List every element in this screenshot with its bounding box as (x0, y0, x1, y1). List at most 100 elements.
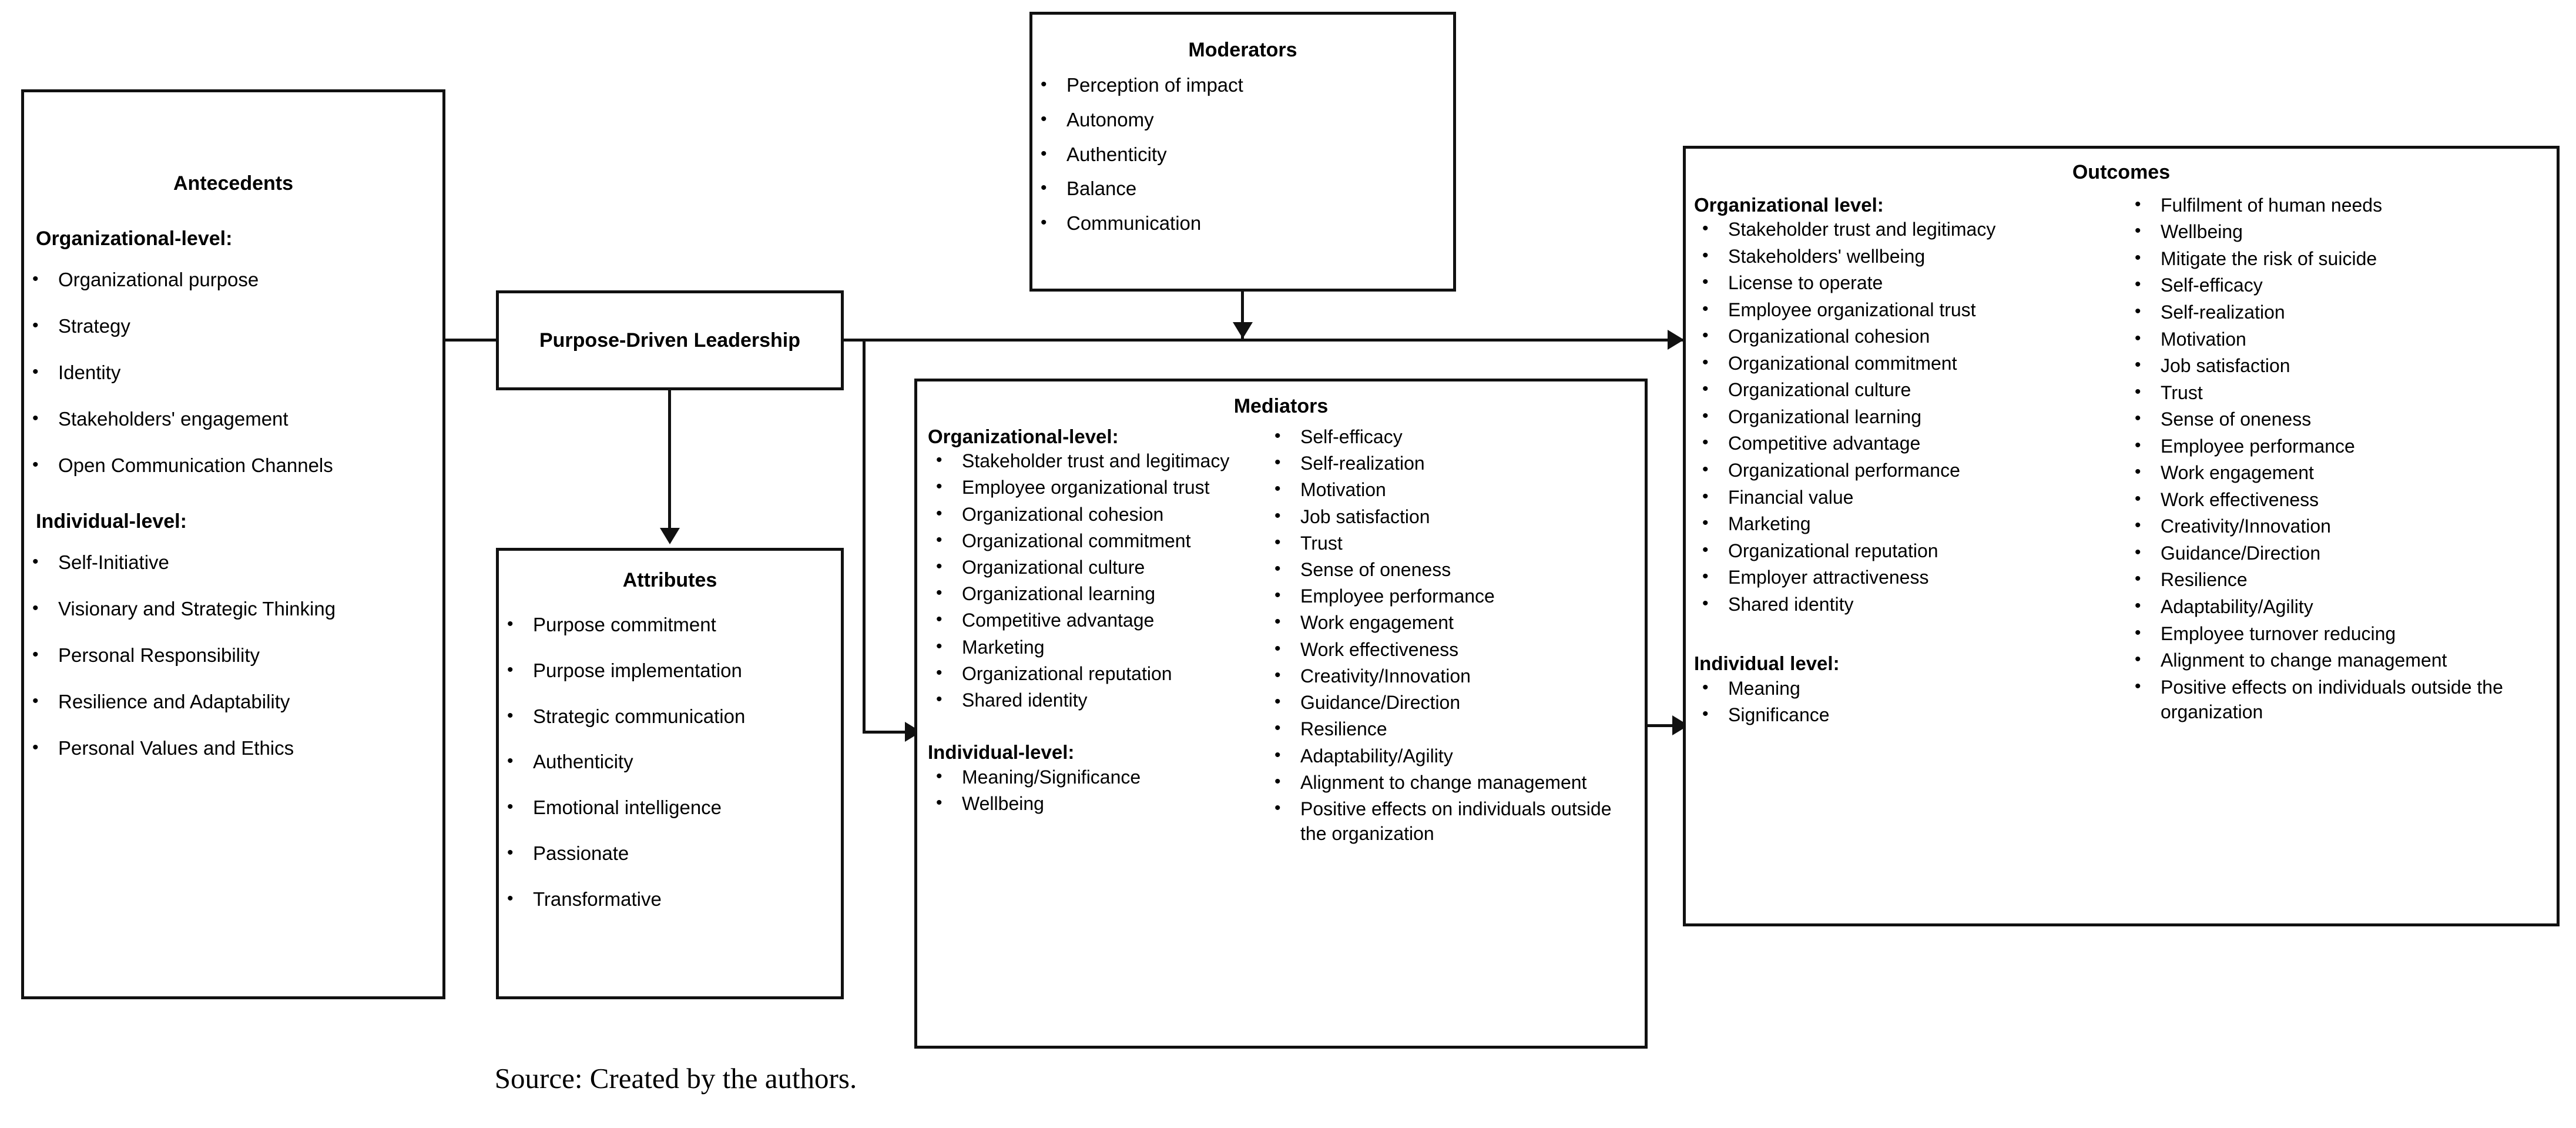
list-item: Work effectiveness (2126, 487, 2555, 513)
list-item: Authenticity (499, 749, 841, 775)
antecedents-box: Antecedents Organizational-level: Organi… (21, 89, 445, 999)
list-item: Stakeholder trust and legitimacy (928, 448, 1265, 473)
purpose-driven-leadership-title: Purpose-Driven Leadership (539, 329, 800, 352)
antecedents-title: Antecedents (173, 172, 294, 195)
mediators-individual-list: Meaning/Significance Wellbeing (928, 765, 1265, 816)
list-item: Balance (1032, 176, 1453, 202)
list-item: Personal Responsibility (24, 643, 442, 668)
arrowhead-moderators-to-path (1233, 322, 1253, 339)
list-item: Organizational performance (1694, 458, 2126, 483)
list-item: Competitive advantage (928, 608, 1265, 632)
list-item: Organizational purpose (24, 267, 442, 293)
list-item: Marketing (1694, 511, 2126, 537)
list-item: Employer attractiveness (1694, 565, 2126, 590)
list-item: Emotional intelligence (499, 795, 841, 821)
list-item: Communication (1032, 211, 1453, 236)
connector-antecedents-to-pdl (445, 339, 510, 342)
list-item: Work engagement (1266, 610, 1641, 635)
list-item: Stakeholders' wellbeing (1694, 244, 2126, 269)
mediators-title: Mediators (1233, 395, 1329, 417)
list-item: Significance (1694, 702, 2126, 728)
mediators-right-list: Self-efficacy Self-realization Motivatio… (1266, 424, 1641, 846)
list-item: Self-efficacy (1266, 424, 1641, 449)
attributes-box: Attributes Purpose commitment Purpose im… (496, 548, 844, 999)
connector-branch-into-mediators (863, 731, 921, 734)
list-item: Autonomy (1032, 108, 1453, 133)
list-item: Employee performance (2126, 434, 2555, 459)
antecedents-individual-list: Self-Initiative Visionary and Strategic … (24, 550, 442, 761)
list-item: License to operate (1694, 270, 2126, 296)
list-item: Resilience and Adaptability (24, 689, 442, 715)
list-item: Organizational learning (1694, 404, 2126, 430)
attributes-title: Attributes (622, 569, 717, 591)
list-item: Employee performance (1266, 584, 1641, 608)
antecedents-organizational-list: Organizational purpose Strategy Identity… (24, 267, 442, 478)
moderators-title: Moderators (1188, 39, 1297, 61)
list-item: Trust (2126, 380, 2555, 406)
list-item: Visionary and Strategic Thinking (24, 597, 442, 622)
moderators-box: Moderators Perception of impact Autonomy… (1029, 12, 1456, 292)
list-item: Authenticity (1032, 142, 1453, 168)
list-item: Organizational culture (928, 555, 1265, 580)
list-item: Open Communication Channels (24, 453, 442, 478)
list-item: Guidance/Direction (1266, 690, 1641, 715)
connector-pdl-to-outcomes (844, 339, 1696, 342)
list-item: Organizational learning (928, 581, 1265, 606)
list-item: Meaning/Significance (928, 765, 1265, 789)
list-item: Motivation (2126, 327, 2555, 352)
list-item: Positive effects on individuals outside … (2126, 675, 2555, 725)
list-item: Shared identity (928, 688, 1265, 712)
list-item: Sense of oneness (2126, 407, 2555, 432)
spacer (928, 714, 1265, 740)
outcomes-organizational-list: Stakeholder trust and legitimacy Stakeho… (1694, 217, 2126, 617)
outcomes-right-column: Fulfilment of human needs Wellbeing Miti… (2126, 193, 2555, 729)
mediators-right-column: Self-efficacy Self-realization Motivatio… (1265, 424, 1641, 848)
list-item: Strategic communication (499, 704, 841, 729)
list-item: Job satisfaction (2126, 353, 2555, 379)
list-item: Creativity/Innovation (1266, 664, 1641, 688)
list-item: Marketing (928, 635, 1265, 660)
list-item: Identity (24, 360, 442, 386)
attributes-list: Purpose commitment Purpose implementatio… (499, 612, 841, 912)
connector-pdl-to-attributes (668, 390, 671, 530)
list-item: Work effectiveness (1266, 637, 1641, 662)
list-item: Purpose implementation (499, 658, 841, 684)
list-item: Competitive advantage (1694, 431, 2126, 456)
list-item: Shared identity (1694, 592, 2126, 617)
list-item: Organizational culture (1694, 377, 2126, 403)
list-item: Creativity/Innovation (2126, 514, 2555, 539)
list-item: Positive effects on individuals outside … (1266, 796, 1641, 846)
list-item: Organizational commitment (928, 528, 1265, 553)
outcomes-organizational-heading: Organizational level: (1694, 193, 1884, 216)
list-item: Employee organizational trust (928, 475, 1265, 500)
list-item: Work engagement (2126, 460, 2555, 486)
outcomes-individual-heading: Individual level: (1694, 652, 1840, 675)
list-item: Transformative (499, 887, 841, 912)
list-item: Resilience (1266, 717, 1641, 741)
arrowhead-pdl-to-attributes (660, 528, 680, 544)
list-item: Meaning (1694, 676, 2126, 701)
list-item: Adaptability/Agility (2126, 594, 2555, 620)
list-item: Self-efficacy (2126, 273, 2555, 298)
mediators-organizational-list: Stakeholder trust and legitimacy Employe… (928, 448, 1265, 712)
list-item: Strategy (24, 314, 442, 339)
mediators-box: Mediators Organizational-level: Stakehol… (914, 379, 1648, 1049)
list-item: Adaptability/Agility (1266, 744, 1641, 768)
list-item: Alignment to change management (1266, 770, 1641, 795)
list-item: Resilience (2126, 567, 2555, 593)
connector-branch-to-mediators (863, 339, 866, 734)
list-item: Fulfilment of human needs (2126, 193, 2555, 218)
list-item: Purpose commitment (499, 612, 841, 638)
list-item: Perception of impact (1032, 73, 1453, 98)
outcomes-left-column: Organizational level: Stakeholder trust … (1686, 193, 2126, 729)
connector-moderators-to-path (1241, 292, 1244, 341)
list-item: Trust (1266, 531, 1641, 555)
mediators-organizational-heading: Organizational-level: (928, 425, 1119, 447)
list-item: Self-realization (1266, 451, 1641, 476)
antecedents-organizational-heading: Organizational-level: (36, 227, 233, 250)
list-item: Personal Values and Ethics (24, 736, 442, 761)
list-item: Organizational reputation (928, 661, 1265, 686)
purpose-driven-leadership-box: Purpose-Driven Leadership (496, 290, 844, 390)
list-item: Organizational cohesion (1694, 324, 2126, 349)
list-item: Wellbeing (2126, 219, 2555, 245)
